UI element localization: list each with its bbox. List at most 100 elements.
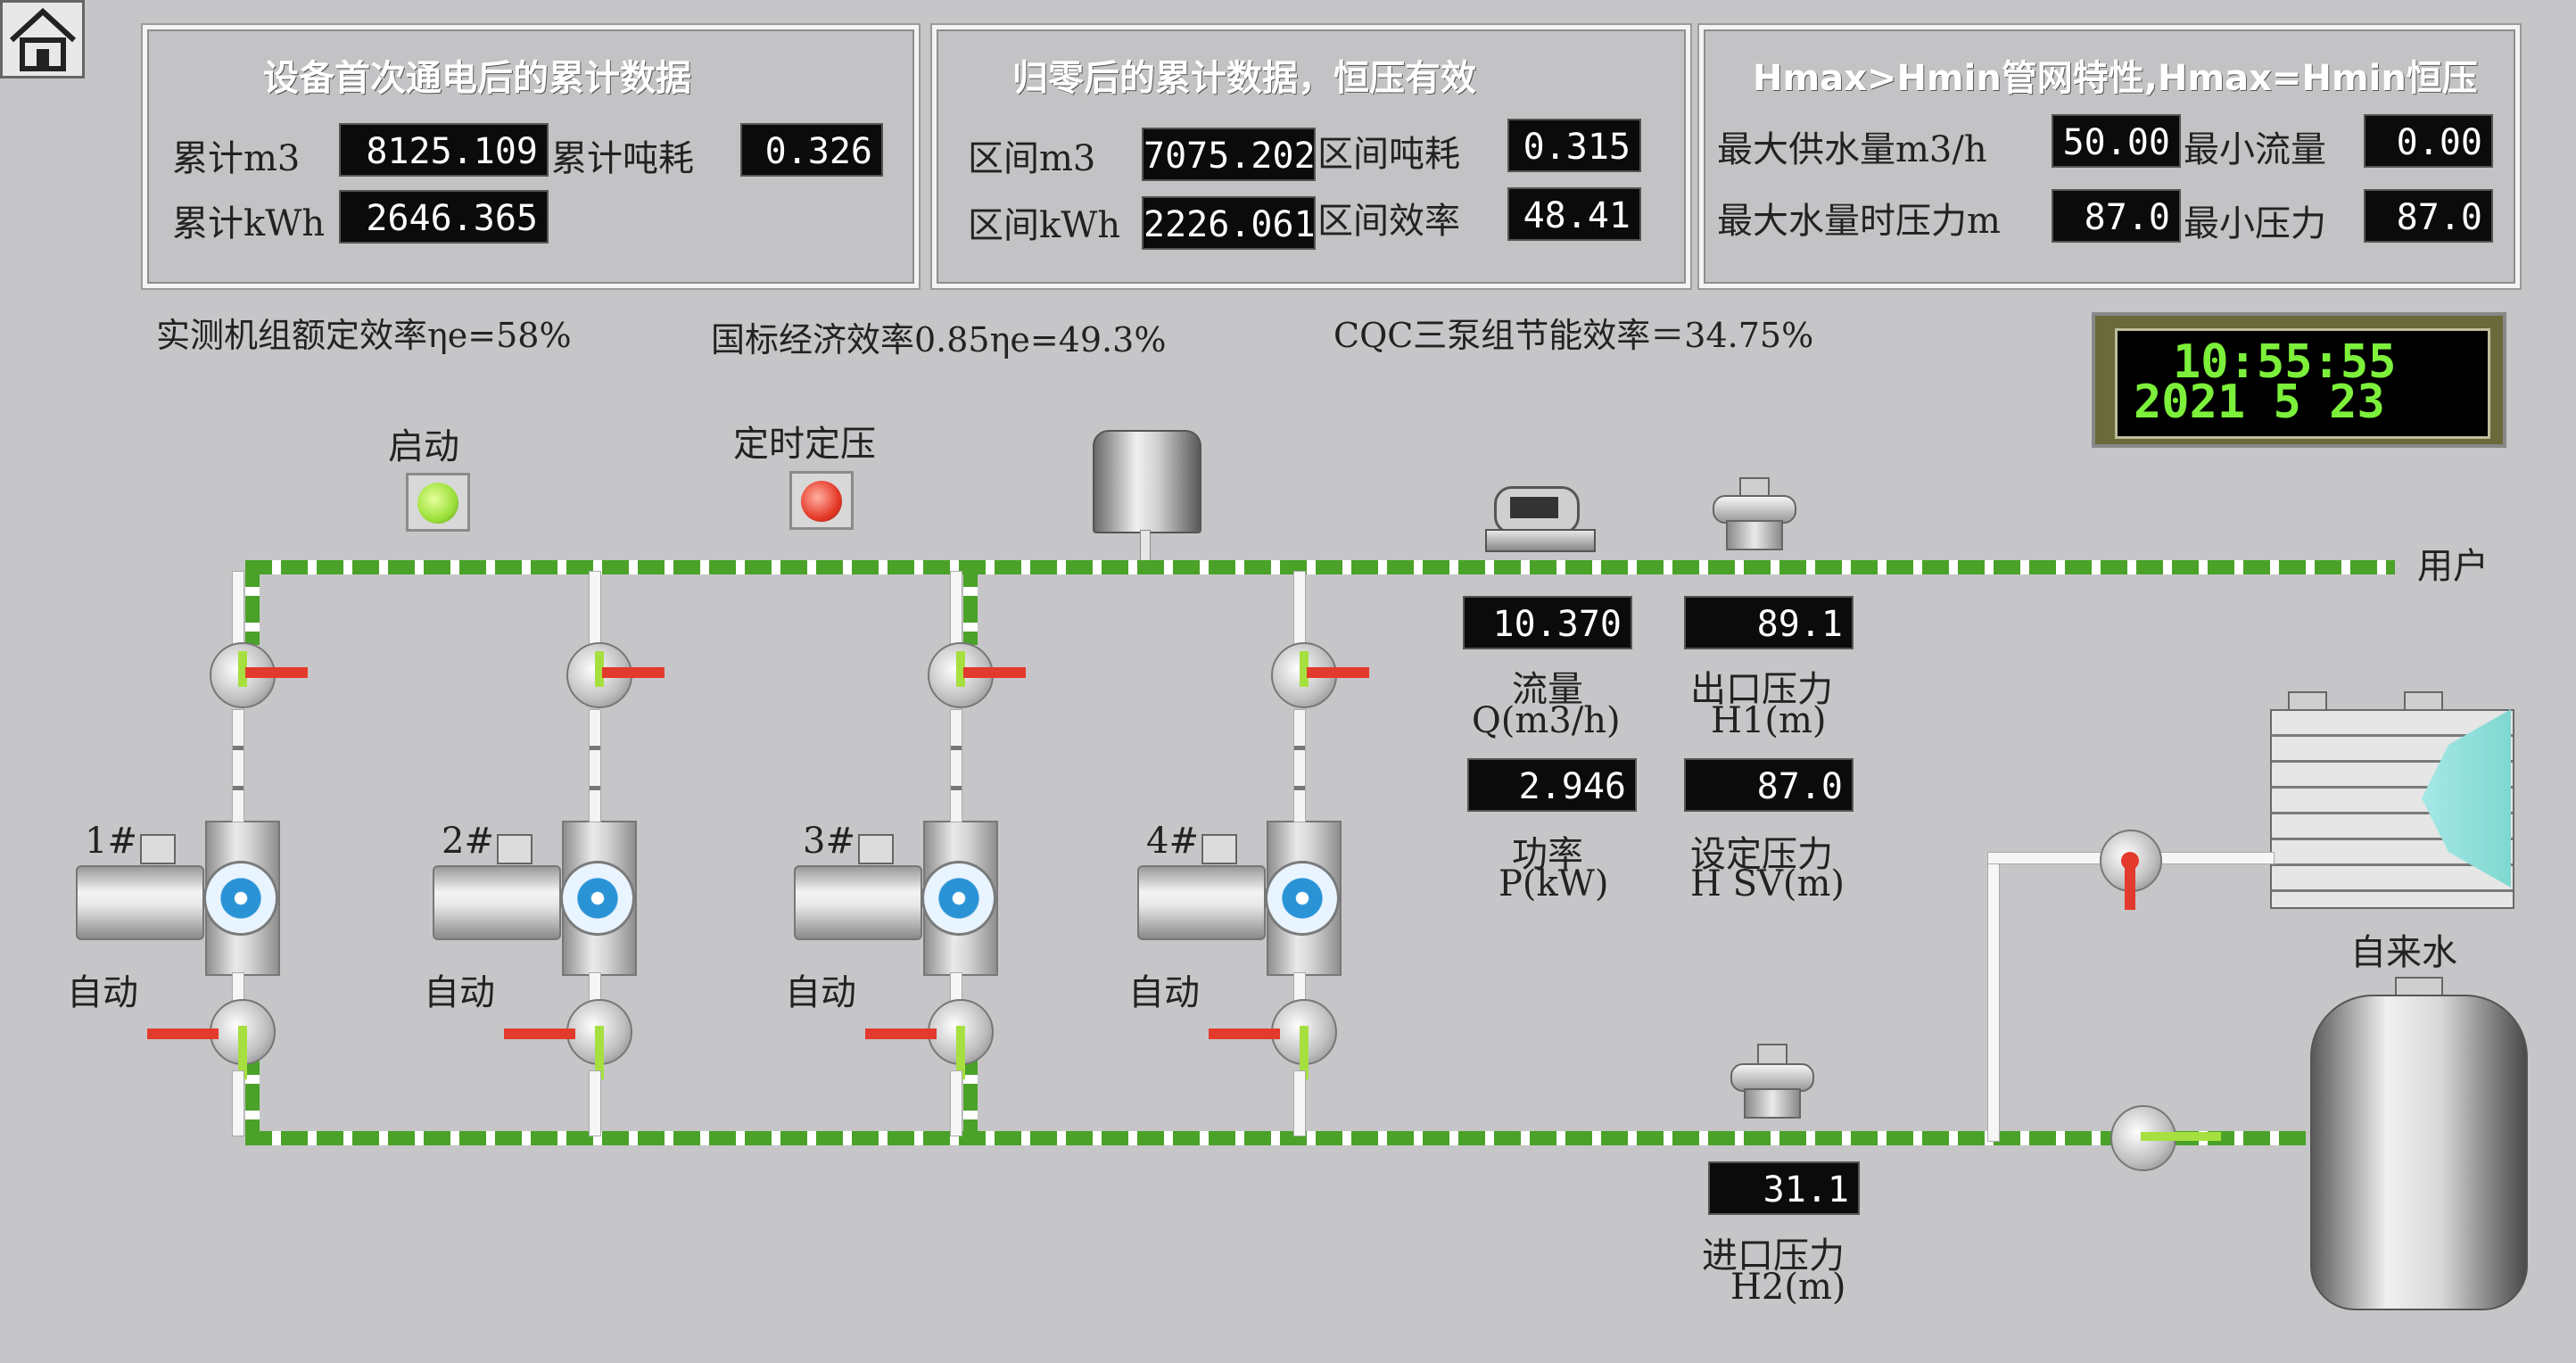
panel3-value-maxp: 87.0 [2052,189,2181,243]
panel2-value-ton: 0.315 [1507,119,1641,172]
start-lamp[interactable] [406,473,470,532]
pump-riser-top [950,571,962,648]
panel1-label-kwh: 累计kWh [172,203,326,244]
set-pressure-value: 87.0 [1684,758,1854,812]
fan-icon [560,861,635,936]
pump-id: 2# [442,821,494,862]
panel2-label-ton: 区间吨耗 [1317,134,1460,175]
pump-status-box [140,834,176,864]
set-pressure-label: 设定压力 [1690,834,1833,875]
panel3-value-maxq: 50.00 [2052,114,2181,168]
pressure-sensor-inlet [1721,1044,1820,1137]
valve-handle[interactable] [1307,667,1369,678]
inlet-riser-3 [963,1048,978,1144]
tap-water-tank [2270,691,2514,909]
valve-stem [238,651,247,687]
pump-riser-inlet [950,1070,962,1136]
pump-riser-inlet [589,1070,601,1136]
panel1-label-ton: 累计吨耗 [551,138,694,179]
outlet-pressure-label: 出口压力 [1690,669,1833,710]
measured-efficiency: 实测机组额定效率ηe=58% [156,316,572,355]
tap-water-label: 自来水 [2350,932,2457,973]
clock-time: 10:55:55 [2173,335,2397,389]
pump-mode[interactable]: 自动 [1128,972,1200,1013]
timer-lamp[interactable] [789,471,854,530]
valve-stem [1300,651,1309,687]
panel1-title: 设备首次通电后的累计数据 [263,58,691,99]
inlet-riser-1 [245,1048,260,1144]
panel2-value-m3: 7075.202 [1142,128,1316,181]
inlet-valve-handle[interactable] [147,1028,219,1039]
power-label: 功率 [1512,834,1583,875]
pressure-sensor-outlet [1704,477,1802,558]
home-button[interactable] [0,0,85,78]
inlet-pressure-label: 进口压力 [1702,1235,1845,1276]
outlet-pressure-unit: H1(m) [1711,700,1827,741]
panel1-value-ton: 0.326 [740,123,883,177]
inlet-valve-stem [956,1026,965,1079]
panel1-label-m3: 累计m3 [172,138,301,179]
check-valve [1293,709,1306,822]
pump-mode[interactable]: 自动 [424,972,495,1013]
check-valve [950,709,962,822]
clock: 10:55:55 2021 5 23 [2092,312,2506,448]
pressure-tank [1093,430,1201,533]
inlet-pressure-value: 31.1 [1708,1161,1860,1215]
outlet-riser-3 [963,560,978,645]
pump-mode[interactable]: 自动 [785,972,856,1013]
pump-status-box [858,834,894,864]
power-value: 2.946 [1467,758,1637,812]
fan-icon [921,861,996,936]
pump-riser-inlet [232,1070,244,1136]
inlet-valve-handle[interactable] [865,1028,937,1039]
cqc-efficiency: CQC三泵组节能效率＝34.75% [1333,316,1814,355]
pump-status-box [497,834,533,864]
panel1-value-m3: 8125.109 [339,123,549,177]
flow-meter [1485,486,1596,552]
panel2-value-eff: 48.41 [1507,187,1641,241]
panel2-title: 归零后的累计数据，恒压有效 [1012,58,1476,99]
storage-tank [2310,977,2528,1316]
pump-id: 1# [85,821,137,862]
panel2-value-kwh: 2226.061 [1142,196,1316,250]
valve-handle[interactable] [963,667,1026,678]
bypass-pipe [1987,855,2000,1142]
pump-id: 3# [803,821,855,862]
outlet-riser-1 [245,560,260,645]
panel3-label-minp: 最小压力 [2184,203,2326,244]
pump-mode[interactable]: 自动 [67,972,138,1013]
inlet-valve-stem [1300,1026,1309,1079]
start-label: 启动 [388,426,459,467]
national-efficiency: 国标经济效率0.85ηe=49.3% [711,320,1167,359]
timer-label: 定时定压 [733,424,876,465]
panel2-label-m3: 区间m3 [968,138,1096,179]
outlet-pipe [245,560,2395,574]
pump-riser-inlet [1293,1070,1306,1136]
home-icon [9,7,77,71]
pump-riser-top [589,571,601,648]
panel3-label-maxq: 最大供水量m3/h [1717,129,1987,170]
valve-handle[interactable] [602,667,665,678]
inlet-valve-handle[interactable] [504,1028,575,1039]
power-unit: P(kW) [1499,863,1609,905]
inlet-pressure-unit: H2(m) [1730,1267,1846,1308]
panel1-value-kwh: 2646.365 [339,190,549,244]
panel2-label-kwh: 区间kWh [968,205,1121,246]
inlet-valve[interactable] [2107,1102,2221,1173]
flow-unit: Q(m3/h) [1472,700,1621,741]
pump-status-box [1201,834,1237,864]
bypass-valve[interactable] [2096,830,2167,910]
inlet-valve-handle[interactable] [1209,1028,1280,1039]
panel3-value-minp: 87.0 [2364,189,2493,243]
panel3-value-minq: 0.00 [2364,114,2493,168]
valve-stem [595,651,604,687]
panel3-label-maxp: 最大水量时压力m [1717,201,2001,242]
fan-icon [1265,861,1340,936]
valve-handle[interactable] [245,667,308,678]
check-valve [232,709,244,822]
pump-riser-top [232,571,244,648]
pump-motor [433,865,561,940]
fan-icon [203,861,278,936]
valve-stem [956,651,965,687]
pump-riser-top [1293,571,1306,648]
